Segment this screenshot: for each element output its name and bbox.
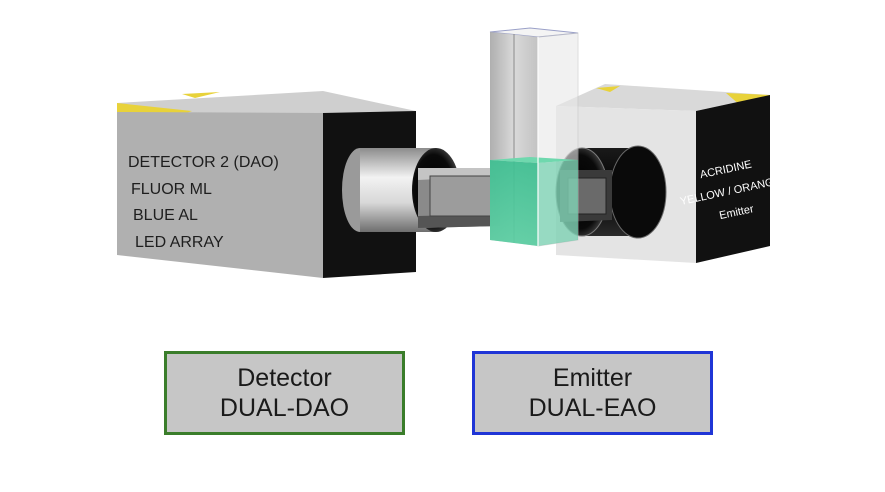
detector-face-line-2: FLUOR ML xyxy=(131,181,212,198)
emitter-block-side xyxy=(696,95,770,263)
detector-caption-box: Detector DUAL-DAO xyxy=(164,351,405,435)
emitter-caption-box: Emitter DUAL-EAO xyxy=(472,351,713,435)
emitter-corner-marker-top xyxy=(596,86,620,92)
cuvette-liquid-right xyxy=(538,160,578,246)
detector-block: DETECTOR 2 (DAO) FLUOR ML BLUE AL LED AR… xyxy=(117,91,416,278)
svg-text:DETECTOR 2 (DAO) FLUOR M: DETECTOR 2 (DAO) FLUOR ML BLUE AL LED AR… xyxy=(128,154,283,251)
cuvette xyxy=(489,27,579,247)
emitter-caption-line-2: DUAL-EAO xyxy=(528,394,657,422)
emitter-caption-line-1: Emitter xyxy=(552,364,633,392)
detector-face-line-3: BLUE AL xyxy=(133,207,198,224)
detector-face-line-4: LED ARRAY xyxy=(135,234,224,251)
cuvette-liquid-surface xyxy=(490,157,578,163)
detector-block-front xyxy=(117,112,323,278)
detector-caption-line-2: DUAL-DAO xyxy=(219,394,350,422)
light-guide-left xyxy=(418,168,500,228)
detector-caption-line-1: Detector xyxy=(237,364,332,392)
detector-face-line-1: DETECTOR 2 (DAO) xyxy=(128,154,279,171)
detector-corner-marker-top xyxy=(182,92,220,98)
cuvette-liquid-left xyxy=(490,160,538,246)
